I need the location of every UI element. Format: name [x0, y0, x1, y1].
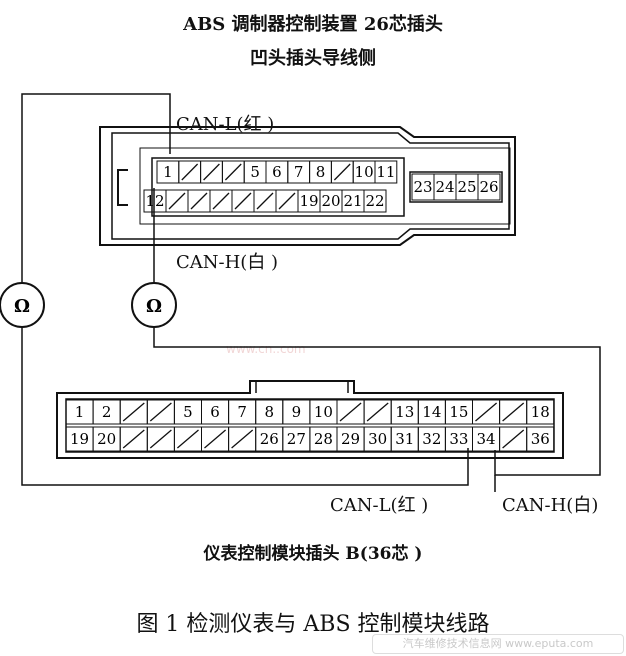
empty-pin-slash: [203, 163, 220, 181]
wire-can-l: [21, 93, 469, 486]
abs-can-l-label: CAN-L(红 ): [176, 114, 275, 135]
meter-connector-key: [255, 381, 349, 393]
meter-connector-face: [65, 398, 555, 453]
watermark-mid: www.cn..com: [226, 342, 306, 356]
pin-number: 19: [299, 192, 318, 210]
diagram-subtitle: 凹头插头导线侧: [250, 48, 376, 69]
pin-number: 11: [376, 163, 395, 181]
empty-pin-slash: [278, 192, 296, 210]
pin-cell: [526, 399, 555, 425]
empty-pin-slash: [502, 429, 525, 449]
empty-pin-slash: [204, 429, 227, 449]
pin-number: 5: [183, 403, 193, 421]
pin-number: 20: [97, 430, 116, 448]
empty-pin-slash: [149, 402, 172, 422]
empty-pin-slash: [256, 192, 274, 210]
meter-can-h-label: CAN-H(白): [502, 495, 599, 516]
ohmmeter-can-h: Ω: [131, 282, 177, 328]
pin-number: 26: [260, 430, 279, 448]
empty-pin-slash: [190, 192, 208, 210]
pin-number: 8: [264, 403, 274, 421]
empty-pin-slash: [224, 163, 242, 181]
pin-cell: [363, 189, 387, 213]
meter-connector-title: 仪表控制模块插头 B(36芯 ): [203, 544, 423, 564]
pin-cell: [477, 173, 501, 201]
pin-number: 8: [316, 163, 326, 181]
pin-number: 27: [287, 430, 306, 448]
pin-number: 9: [292, 403, 302, 421]
empty-pin-slash: [475, 402, 498, 422]
pin-number: 32: [422, 430, 441, 448]
empty-pin-slash: [149, 429, 172, 449]
pin-number: 23: [413, 178, 432, 196]
pin-number: 33: [449, 430, 468, 448]
pin-number: 6: [272, 163, 282, 181]
figure-caption: 图 1 检测仪表与 ABS 控制模块线路: [136, 612, 490, 637]
abs-side-block: [409, 171, 503, 203]
pin-number: 1: [163, 163, 173, 181]
pin-number: 7: [294, 163, 304, 181]
pin-number: 36: [531, 430, 550, 448]
abs-connector-cavity: [139, 147, 511, 225]
pin-number: 28: [314, 430, 333, 448]
pin-number: 14: [422, 403, 441, 421]
wire-can-h: [153, 188, 601, 476]
ohm-symbol: Ω: [146, 296, 162, 317]
pin-number: 15: [449, 403, 468, 421]
empty-pin-slash: [339, 402, 362, 422]
abs-pin-block: [151, 157, 405, 217]
meter-can-l-label: CAN-L(红 ): [330, 495, 429, 516]
empty-pin-slash: [333, 163, 351, 181]
pin-number: 26: [479, 178, 498, 196]
ohmmeter-can-l: Ω: [0, 282, 45, 328]
empty-pin-slash: [168, 192, 186, 210]
pin-number: 19: [70, 430, 89, 448]
empty-pin-slash: [234, 192, 252, 210]
pin-number: 1: [75, 403, 85, 421]
pin-number: 2: [102, 403, 112, 421]
pin-number: 5: [250, 163, 260, 181]
pin-number: 21: [343, 192, 362, 210]
abs-connector-inner-outline: [111, 132, 510, 240]
ohm-symbol: Ω: [14, 296, 30, 317]
pin-number: 6: [210, 403, 220, 421]
pin-number: 29: [341, 430, 360, 448]
pin-number: 7: [237, 403, 247, 421]
pin-number: 10: [314, 403, 333, 421]
abs-can-h-label: CAN-H(白 ): [176, 252, 279, 273]
empty-pin-slash: [502, 402, 525, 422]
pin-number: 10: [355, 163, 374, 181]
pin-number: 20: [321, 192, 340, 210]
pin-number: 24: [435, 178, 454, 196]
pin-number: 18: [531, 403, 550, 421]
pin-cell: [526, 426, 555, 452]
empty-pin-slash: [122, 429, 145, 449]
abs-connector-housing: [99, 126, 516, 246]
meter-pin-row-2: 19 20 26 27 28 29 30 31 32 33 34 36: [65, 426, 555, 452]
empty-pin-slash: [231, 429, 254, 449]
pin-cell: [374, 160, 398, 184]
abs-connector-latch: [117, 169, 128, 206]
empty-pin-slash: [181, 163, 199, 181]
empty-pin-slash: [176, 429, 199, 449]
pin-number: 13: [395, 403, 414, 421]
pin-number: 22: [365, 192, 384, 210]
pin-number: 30: [368, 430, 387, 448]
pin-number: 31: [395, 430, 414, 448]
pin-number: 25: [457, 178, 476, 196]
pin-number: 12: [145, 192, 164, 210]
empty-pin-slash: [122, 402, 145, 422]
meter-connector-housing: [56, 380, 564, 459]
empty-pin-slash: [366, 402, 389, 422]
pin-number: 34: [477, 430, 496, 448]
diagram-title: ABS 调制器控制装置 26芯插头: [183, 14, 443, 35]
empty-pin-slash: [212, 192, 230, 210]
watermark-bottom: 汽车维修技术信息网 www.eputa.com: [372, 634, 624, 654]
